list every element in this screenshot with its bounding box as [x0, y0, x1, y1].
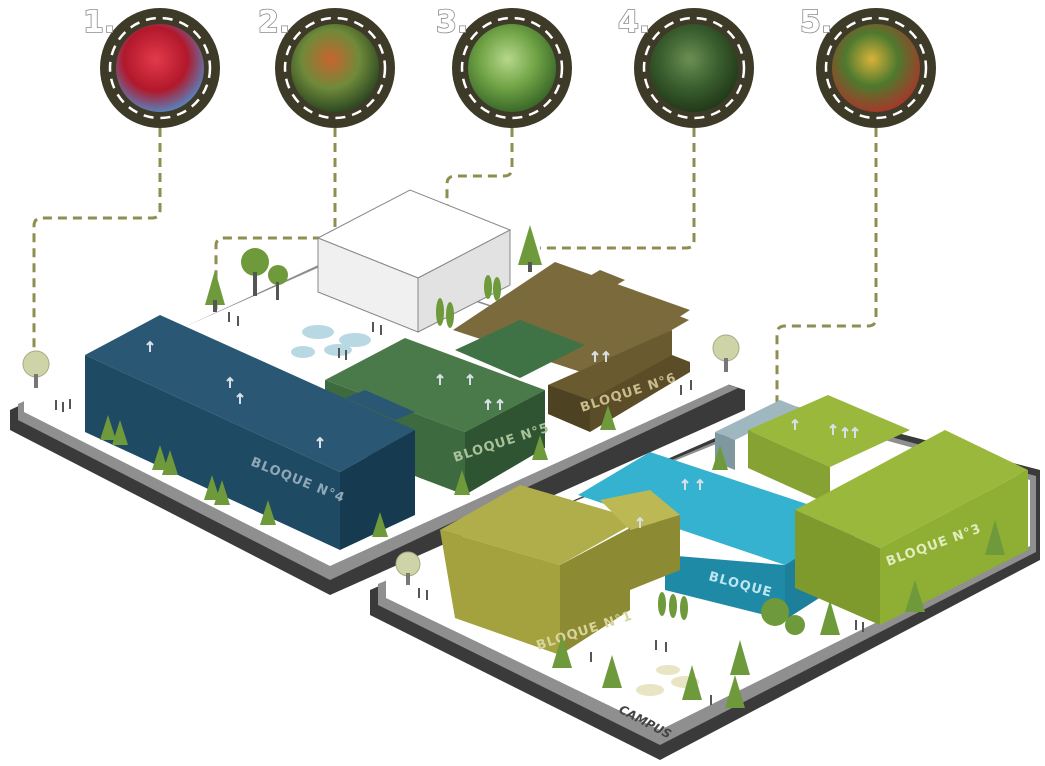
roof-arrows — [146, 340, 859, 528]
yellow-flowering-tree-photo-icon — [832, 24, 920, 112]
orange-foliage-tree-photo-icon — [291, 24, 379, 112]
trees — [22, 225, 1005, 708]
tree-icon — [100, 225, 1005, 708]
leader-path-4 — [540, 128, 696, 250]
leader-path-5 — [775, 128, 878, 650]
leader-path-2 — [214, 128, 337, 500]
people — [55, 312, 864, 705]
pale-tree-icon — [22, 334, 740, 585]
tree-marker-5: 5. — [799, 4, 936, 128]
block-3: BLOQUE N°3 — [748, 395, 1028, 625]
tree-markers: 1. 2. 3. 4. 5. — [82, 4, 936, 128]
tree-marker-1: 1. — [82, 4, 220, 128]
block-4: BLOQUE N°4 — [85, 315, 415, 550]
leader-paths — [32, 128, 878, 650]
leader-path-1 — [32, 128, 162, 360]
leader-path-3 — [445, 128, 514, 320]
block-6: BLOQUE N°6 — [453, 262, 690, 432]
dark-green-tree-photo-icon — [650, 24, 738, 112]
block-1: BLOQUE N°1 — [440, 485, 680, 655]
tree-marker-2: 2. — [257, 4, 395, 128]
marker-number-3: 3. — [436, 5, 468, 40]
marker-number-4: 4. — [618, 5, 650, 40]
tree-marker-3: 3. — [435, 4, 572, 128]
marker-number-2: 2. — [258, 5, 290, 40]
red-flowering-tree-photo-icon — [116, 24, 204, 112]
marker-number-1: 1. — [83, 5, 115, 40]
tree-marker-4: 4. — [617, 4, 754, 128]
marker-number-5: 5. — [800, 5, 832, 40]
light-green-tree-photo-icon — [468, 24, 556, 112]
